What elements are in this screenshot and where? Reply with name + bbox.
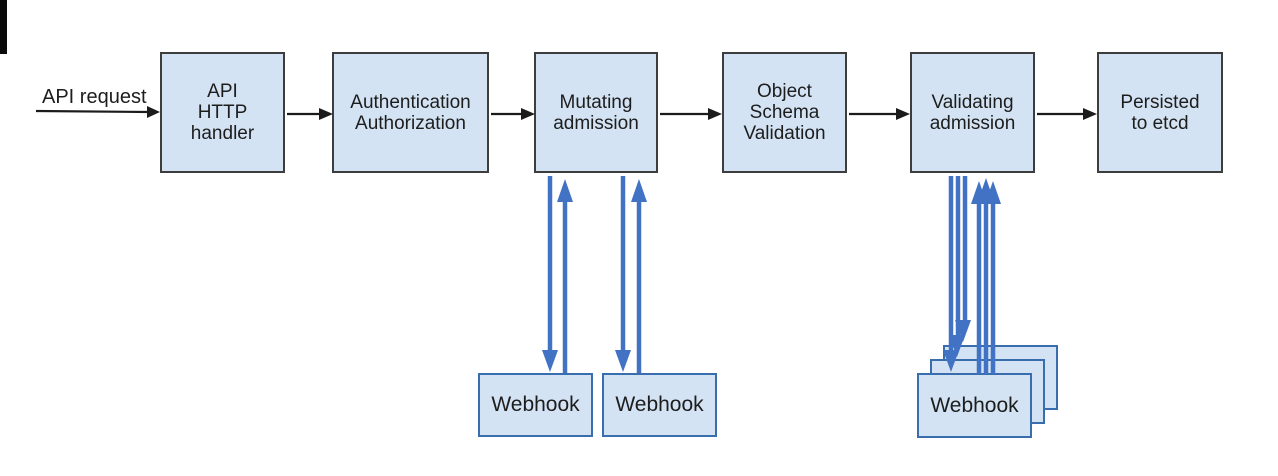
node-authentication-authorization-label: Authentication Authorization bbox=[350, 91, 471, 134]
webhook-box-validating-front-label: Webhook bbox=[930, 393, 1019, 417]
mutating-webhook-1-call-arrow bbox=[542, 176, 558, 372]
validating-webhook-call-arrow-2 bbox=[949, 176, 965, 357]
mutating-webhook-2-call-arrow bbox=[615, 176, 631, 372]
api-request-label: API request bbox=[42, 86, 147, 108]
webhook-box-mutating-2: Webhook bbox=[602, 373, 717, 437]
flow-arrow-mutating-to-schema bbox=[660, 108, 722, 120]
flow-arrow-validating-to-etcd bbox=[1037, 108, 1097, 120]
flow-arrow-handler-to-auth bbox=[287, 108, 333, 120]
node-authentication-authorization: Authentication Authorization bbox=[332, 52, 489, 173]
webhook-box-validating-front: Webhook bbox=[917, 373, 1032, 438]
node-mutating-admission: Mutating admission bbox=[534, 52, 658, 173]
node-validating-admission: Validating admission bbox=[910, 52, 1035, 173]
node-persisted-to-etcd: Persisted to etcd bbox=[1097, 52, 1223, 173]
mutating-webhook-2-return-arrow bbox=[631, 179, 647, 373]
webhook-box-mutating-1-label: Webhook bbox=[491, 393, 580, 416]
validating-webhook-call-arrow-1 bbox=[943, 176, 959, 372]
flow-arrow-auth-to-mutating bbox=[491, 108, 535, 120]
node-object-schema-validation: Object Schema Validation bbox=[722, 52, 847, 173]
validating-webhook-call-arrow-3 bbox=[955, 176, 971, 342]
node-api-http-handler-label: API HTTP handler bbox=[190, 81, 255, 144]
webhook-box-mutating-1: Webhook bbox=[478, 373, 593, 437]
node-persisted-to-etcd-label: Persisted to etcd bbox=[1120, 91, 1200, 134]
flow-arrow-schema-to-validating bbox=[849, 108, 910, 120]
node-object-schema-validation-label: Object Schema Validation bbox=[743, 81, 826, 144]
node-validating-admission-label: Validating admission bbox=[929, 91, 1016, 134]
webhook-box-mutating-2-label: Webhook bbox=[615, 393, 704, 416]
node-mutating-admission-label: Mutating admission bbox=[553, 91, 639, 134]
screenshot-crop-artifact bbox=[0, 0, 7, 54]
node-api-http-handler: API HTTP handler bbox=[160, 52, 285, 173]
mutating-webhook-1-return-arrow bbox=[557, 179, 573, 373]
